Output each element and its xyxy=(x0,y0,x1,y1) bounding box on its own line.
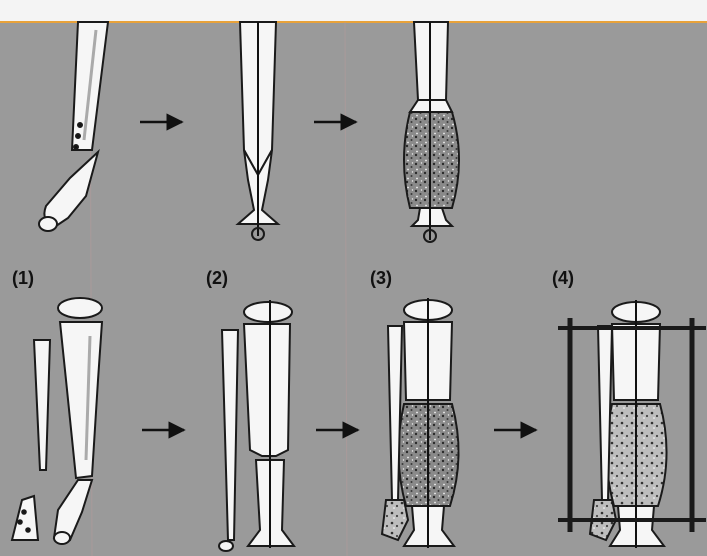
top-page-strip xyxy=(0,0,707,22)
step-label-4: (4) xyxy=(552,268,574,288)
step-label-2: (2) xyxy=(206,268,228,288)
step-label-1: (1) xyxy=(12,268,34,288)
step-label-3: (3) xyxy=(370,268,392,288)
